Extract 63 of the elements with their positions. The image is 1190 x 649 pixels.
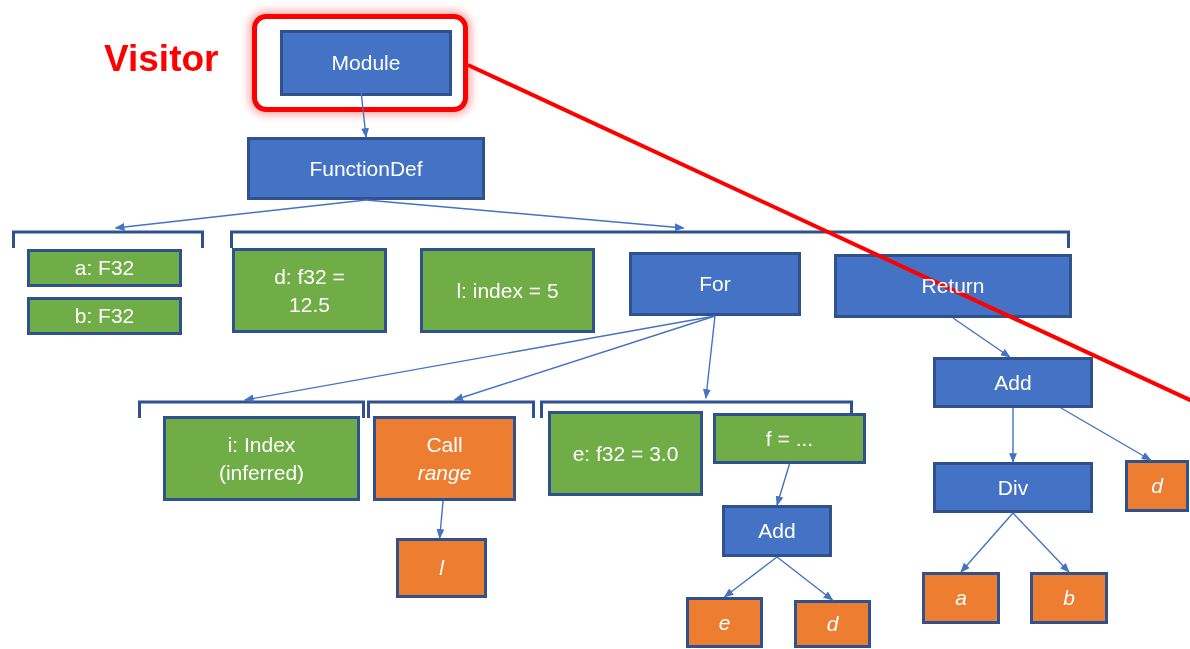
node-label: l: [439, 555, 444, 582]
node-label: d: f32 = 12.5: [273, 264, 346, 318]
operand-node: [794, 600, 871, 648]
arrow: [952, 317, 1011, 358]
ast-node: [280, 30, 452, 96]
operand-node: [686, 597, 763, 648]
node-label: FunctionDef: [309, 155, 423, 182]
ast-node: [933, 462, 1093, 513]
declaration-node: [232, 248, 387, 333]
arrow: [1060, 407, 1152, 461]
ast-node: [722, 505, 832, 557]
node-label: a: [955, 585, 967, 612]
arrow: [365, 199, 685, 232]
arrow: [1009, 407, 1017, 463]
node-label: Add: [758, 518, 796, 545]
group-bracket: [12, 228, 204, 248]
node-label: range: [417, 459, 472, 486]
node-label: Div: [997, 474, 1029, 501]
node-label: Module: [331, 50, 401, 77]
ast-node: [629, 252, 801, 316]
declaration-node: [548, 411, 703, 496]
node-label: b: [1063, 585, 1075, 612]
ast-node: [247, 137, 485, 200]
operand-node: [1030, 572, 1108, 624]
node-label: i: Index (inferred): [217, 432, 306, 486]
node-label: a: F32: [74, 255, 135, 282]
declaration-node: [163, 416, 360, 501]
node-label: For: [699, 271, 731, 298]
arrow: [702, 315, 716, 399]
node-label: d: [826, 611, 839, 638]
operand-node: [1125, 460, 1189, 512]
arrow: [1012, 512, 1070, 573]
node-label: l: index = 5: [456, 277, 559, 304]
group-bracket: [540, 398, 853, 418]
node-label: d: [1151, 473, 1163, 500]
arrow: [436, 500, 445, 539]
arrow: [776, 556, 834, 601]
declaration-node: [27, 297, 182, 335]
node-label: e: f32 = 3.0: [572, 440, 679, 467]
operand-node: [922, 572, 1000, 624]
arrow: [723, 556, 778, 598]
arrow: [360, 90, 369, 138]
node-label: b: F32: [74, 303, 135, 330]
node-label: f = ...: [765, 425, 814, 452]
ast-node: [933, 357, 1093, 408]
group-bracket: [367, 400, 535, 418]
node-label: Call: [426, 432, 463, 459]
arrow: [960, 512, 1014, 573]
declaration-node: [713, 413, 866, 464]
group-bracket: [230, 228, 1070, 248]
visitor-label: Visitor: [104, 38, 219, 80]
arrow: [114, 199, 367, 231]
node-label: Add: [994, 369, 1032, 396]
group-bracket: [138, 400, 365, 418]
operand-node: [373, 416, 516, 501]
operand-node: [396, 538, 487, 598]
arrow: [775, 463, 791, 506]
highlight-frame: [252, 14, 468, 112]
ast-node: [834, 254, 1072, 318]
declaration-node: [27, 249, 182, 287]
arrow: [453, 315, 716, 402]
declaration-node: [420, 248, 595, 333]
node-label: e: [718, 609, 731, 636]
